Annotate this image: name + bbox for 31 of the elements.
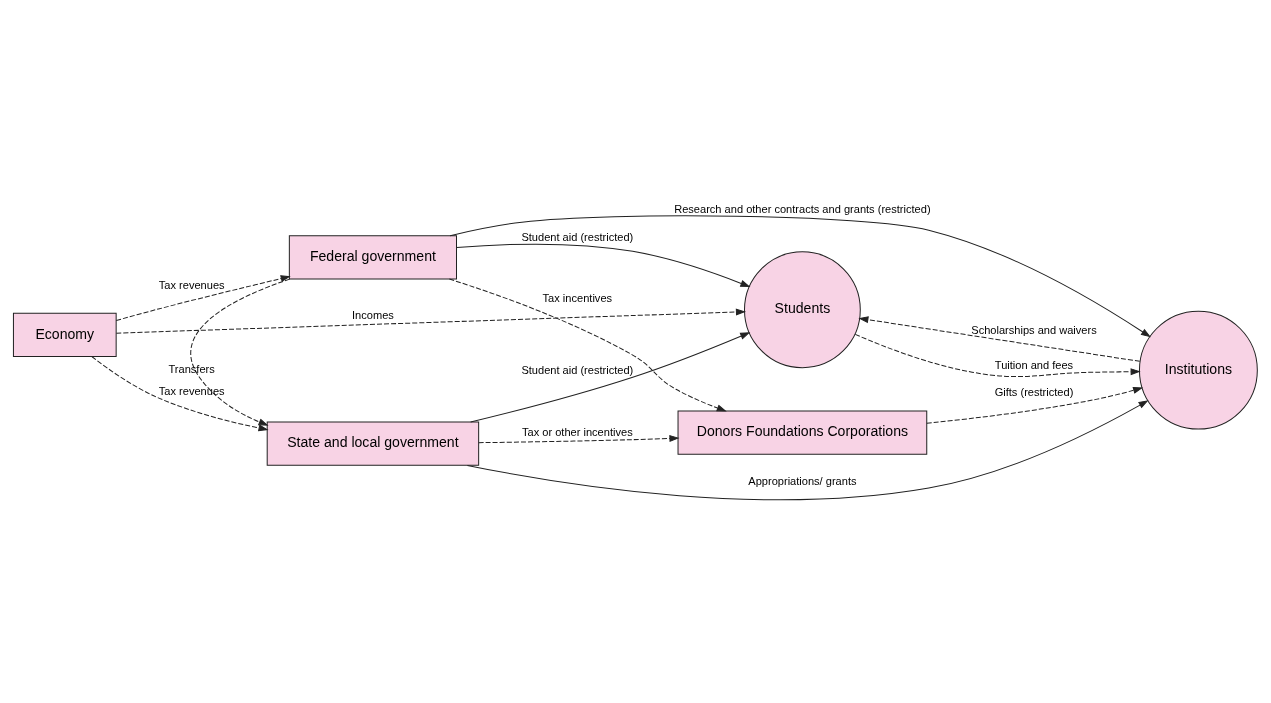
- arrow: [926, 386, 1144, 424]
- node-circle: Students: [744, 250, 861, 368]
- arrow: [854, 333, 1141, 377]
- arrow: [466, 399, 1149, 500]
- arrow: [115, 274, 291, 321]
- arrow: [470, 331, 751, 422]
- edge-label: Scholarships and waivers: [971, 323, 1097, 336]
- arrow: [448, 278, 727, 411]
- edge-label: Gifts (restricted): [994, 385, 1074, 398]
- edge-label: Research and other contracts and grants (restricted): [674, 202, 931, 215]
- node-box: Federal government: [288, 234, 457, 280]
- arrow: [115, 307, 746, 334]
- edge-label: Appropriations/ grants: [748, 474, 857, 487]
- arrow: [91, 355, 269, 431]
- arrow: [478, 434, 680, 443]
- arrow: [190, 278, 291, 426]
- edge-label: Tuition and fees: [994, 358, 1074, 371]
- edge-label: Tax or other incentives: [521, 425, 633, 438]
- node-box: Donors Foundations Corporations: [677, 409, 928, 455]
- node-box: State and local government: [266, 421, 480, 466]
- edge-label: Student aid (restricted): [521, 230, 634, 243]
- arrow: [456, 243, 751, 287]
- arrow: [858, 315, 1141, 362]
- edge-label: Transfers: [168, 362, 215, 375]
- arrow: [449, 214, 1151, 337]
- edge-label: Tax revenues: [158, 278, 225, 291]
- edge-label: Incomes: [352, 308, 394, 321]
- edge-label: Student aid (restricted): [521, 363, 634, 376]
- node-box: Economy: [12, 312, 117, 357]
- edge-label: Tax revenues: [158, 384, 225, 397]
- edge-label: Tax incentives: [542, 291, 613, 303]
